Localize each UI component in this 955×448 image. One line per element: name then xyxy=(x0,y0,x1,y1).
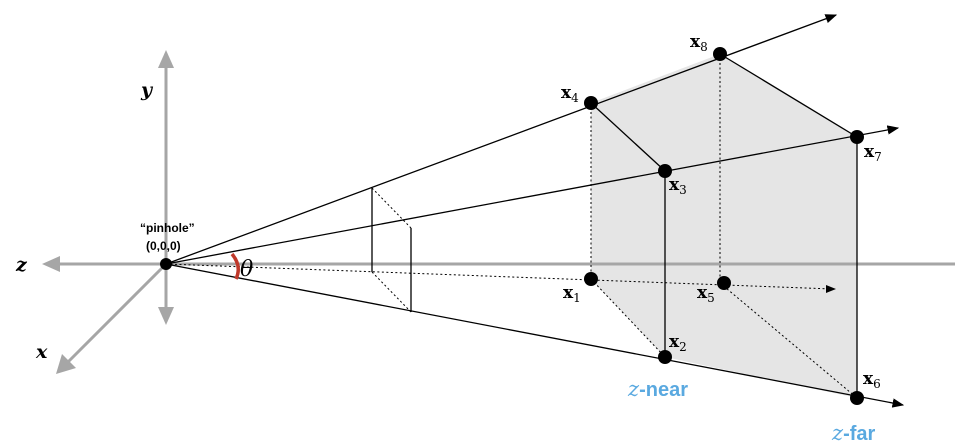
z-near-label: z-near xyxy=(627,377,688,401)
z-far-label: z-far xyxy=(831,421,876,445)
label-x3: x3 xyxy=(669,175,687,197)
point-x4 xyxy=(584,96,598,110)
point-x1 xyxy=(584,272,598,286)
frustum-edges xyxy=(590,53,858,399)
pinhole-point xyxy=(160,258,172,270)
point-x7 xyxy=(850,130,864,144)
z-axis-label: z xyxy=(15,254,28,276)
label-x5: x5 xyxy=(697,283,715,305)
point-x2 xyxy=(658,350,672,364)
label-x2: x2 xyxy=(669,332,687,354)
z-axis-arrowhead xyxy=(42,256,60,272)
angle-label: θ xyxy=(240,257,253,282)
y-axis-arrowhead-top xyxy=(158,50,174,68)
label-x1: x1 xyxy=(563,283,581,305)
x-axis xyxy=(62,262,168,368)
ray-bottom xyxy=(165,263,905,408)
label-x4: x4 xyxy=(561,83,579,105)
y-axis-label: y xyxy=(140,79,154,101)
point-x3 xyxy=(658,164,672,178)
frustum-vertices xyxy=(584,47,864,405)
y-axis-arrowhead-bottom xyxy=(158,307,174,325)
x-axis-label: x xyxy=(35,341,48,363)
angle-arc xyxy=(230,252,240,280)
point-x8 xyxy=(713,47,727,61)
label-x7: x7 xyxy=(864,142,882,164)
pinhole-coords: (0,0,0) xyxy=(146,239,181,253)
point-x5 xyxy=(717,276,731,290)
label-x8: x8 xyxy=(690,32,708,54)
x-axis-arrowhead xyxy=(56,354,76,374)
vertex-labels: x1 x2 x3 x4 x5 x6 x7 x8 xyxy=(561,32,882,391)
point-x6 xyxy=(850,391,864,405)
coordinate-axes xyxy=(42,50,955,374)
image-plane xyxy=(371,187,412,313)
frustum-shading xyxy=(591,54,857,398)
ray-center-arrowhead xyxy=(826,285,836,293)
ray-right xyxy=(165,125,900,265)
label-x6: x6 xyxy=(863,369,881,391)
pinhole-label: “pinhole” xyxy=(140,221,195,235)
